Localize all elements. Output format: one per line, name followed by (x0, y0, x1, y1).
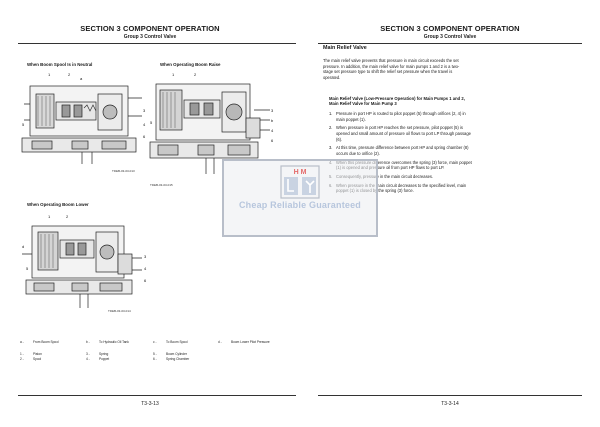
left-page: SECTION 3 COMPONENT OPERATION Group 3 Co… (18, 24, 296, 407)
left-section-title: SECTION 3 COMPONENT OPERATION (80, 24, 220, 33)
svg-text:4: 4 (144, 266, 147, 271)
watermark: H M Cheap Reliable Guaranteed (222, 159, 378, 237)
boom-lower-diagram: 1 2 d 5 3 4 6 TDEB-03-03-014 (22, 214, 147, 313)
step-item: 3.At this time, pressure difference betw… (329, 145, 469, 156)
legend-item-a: a -From Boom Spool (20, 340, 59, 344)
legend-item-b: b -To Hydraulic Oil Tank (86, 340, 129, 344)
intro-paragraph: The main relief valve prevents that pres… (323, 58, 460, 80)
svg-text:4: 4 (271, 128, 274, 133)
legend-item-d: d -Boom Lower Pilot Pressure (218, 340, 270, 344)
svg-text:1: 1 (48, 72, 51, 77)
left-group-title: Group 3 Control Valve (123, 34, 177, 40)
figure-caption-lower: When Operating Boom Lower (27, 202, 89, 207)
step-item: 2.When pressure in port HP reaches the s… (329, 125, 471, 142)
svg-text:H M: H M (294, 169, 307, 176)
legend-item-5: 5 -Boom Cylinder (153, 352, 187, 356)
right-footer-rule (318, 395, 582, 396)
left-header-rule (18, 43, 296, 44)
figure-caption-neutral: When Boom Spool Is in Neutral (27, 62, 93, 67)
svg-text:6: 6 (144, 278, 147, 283)
svg-text:6: 6 (143, 134, 146, 139)
right-group-title: Group 3 Control Valve (423, 34, 477, 40)
watermark-logo-icon: H M (280, 165, 320, 199)
figure-code-lower: TDEB-03-03-014 (108, 309, 131, 313)
svg-text:d: d (22, 244, 24, 249)
left-footer-rule (18, 395, 296, 396)
main-relief-heading: Main Relief Valve (323, 45, 367, 51)
legend-item-4: 4 -Poppet (86, 357, 110, 361)
figure-code-neutral: TDEB-03-03-013 (112, 169, 135, 173)
boom-raise-diagram: 1 2 5 3 b 4 6 TDEB-03-03-015 (149, 72, 274, 187)
legend-item-c: c -To Boom Spool (153, 340, 188, 344)
svg-text:1: 1 (172, 72, 175, 77)
svg-text:a: a (80, 76, 83, 81)
svg-text:3: 3 (271, 108, 274, 113)
svg-text:4: 4 (143, 122, 146, 127)
legend-item-1: 1 -Piston (20, 352, 42, 356)
legend-item-2: 2 -Spool (20, 357, 42, 361)
legend-item-3: 3 -Spring (86, 352, 109, 356)
watermark-text: Cheap Reliable Guaranteed (238, 200, 362, 210)
svg-text:5: 5 (150, 120, 153, 125)
svg-text:2: 2 (68, 72, 71, 77)
svg-text:2: 2 (66, 214, 69, 219)
svg-text:3: 3 (143, 108, 146, 113)
svg-text:5: 5 (22, 122, 25, 127)
svg-text:b: b (271, 118, 274, 123)
svg-text:3: 3 (144, 254, 147, 259)
svg-text:1: 1 (48, 214, 51, 219)
right-page-header: SECTION 3 COMPONENT OPERATION Group 3 Co… (300, 0, 600, 427)
svg-text:2: 2 (194, 72, 197, 77)
svg-text:6: 6 (271, 138, 274, 143)
right-header-rule (318, 43, 582, 44)
right-page-number: T3-3-14 (441, 401, 459, 407)
right-section-title: SECTION 3 COMPONENT OPERATION (380, 24, 520, 33)
left-page-number: T3-3-13 (141, 401, 159, 407)
legend-item-6: 6 -Spring Chamber (153, 357, 190, 361)
svg-text:5: 5 (26, 266, 29, 271)
low-pressure-subheading: Main Relief Valve (Low-Pressure Operatio… (329, 96, 465, 107)
figure-caption-raise: When Operating Boom Raise (160, 62, 221, 67)
boom-neutral-diagram: 1 2 a 5 3 4 6 TDEB-03-03-013 (21, 72, 146, 173)
figure-code-raise: TDEB-03-03-015 (150, 183, 173, 187)
step-item: 1.Pressure in port HP is routed to pilot… (329, 111, 466, 122)
